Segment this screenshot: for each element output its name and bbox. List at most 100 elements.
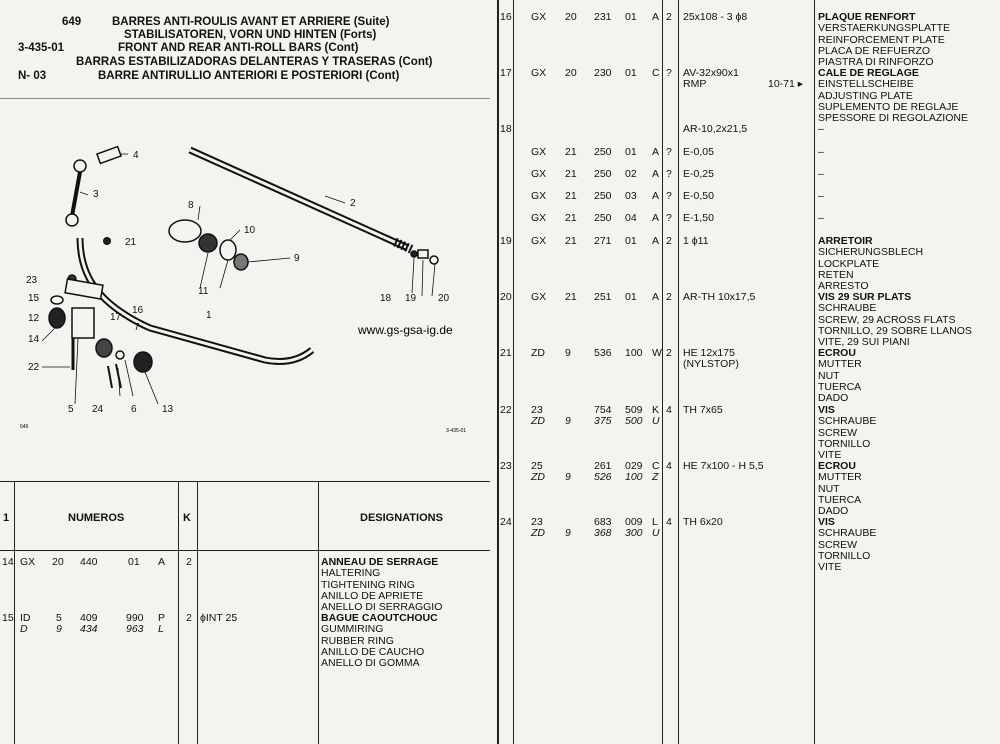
quantity: 2 <box>666 235 672 247</box>
designation-line: SCREW <box>818 426 858 439</box>
part-letter: C <box>652 67 660 79</box>
callout-21: 21 <box>125 237 137 248</box>
part-prefix: 25 <box>531 460 543 472</box>
part-group: 21 <box>565 212 577 224</box>
rear-end-parts <box>410 249 439 265</box>
designation-line: – <box>818 212 824 224</box>
callout-8: 8 <box>188 200 194 211</box>
part-suffix: 01 <box>625 11 637 23</box>
specification: HE 12x175 <box>683 347 735 359</box>
specification-extra: RMP <box>683 78 707 90</box>
callout-10: 10 <box>244 225 256 236</box>
title-de: STABILISATOREN, VORN UND HINTEN (Forts) <box>124 29 377 41</box>
part-suffix: 509 <box>625 404 643 416</box>
row-index: 19 <box>500 235 512 247</box>
designation-line: VIS <box>818 404 835 416</box>
designation-line: SCREW, 29 ACROSS FLATS <box>818 313 956 326</box>
designation-it: ANELLO DI GOMMA <box>321 657 420 670</box>
part-suffix: 02 <box>625 168 637 180</box>
part-letter: L <box>652 516 658 528</box>
specification: TH 6x20 <box>683 516 723 528</box>
specification: AV-32x90x1 <box>683 67 739 79</box>
part-group: 5 <box>56 612 62 624</box>
callout-3: 3 <box>93 189 99 200</box>
part-letter: C <box>652 460 660 472</box>
alt-prefix: ZD <box>531 471 545 483</box>
alt-group: 9 <box>56 623 62 635</box>
part-group: 20 <box>565 11 577 23</box>
designation-line: CALE DE REGLAGE <box>818 67 919 79</box>
designation-block: ANNEAU DE SERRAGE HALTERING TIGHTENING R… <box>321 556 442 613</box>
part-prefix: GX <box>531 235 547 247</box>
designation-line: EINSTELLSCHEIBE <box>818 78 914 91</box>
diagram-corner-right: 3-435-01 <box>446 428 466 434</box>
title-en: FRONT AND REAR ANTI-ROLL BARS (Cont) <box>118 42 359 54</box>
designation-line: SUPLEMENTO DE REGLAJE <box>818 100 959 113</box>
designation-line: NUT <box>818 369 840 382</box>
quantity: 4 <box>666 404 672 416</box>
specification: E-0,25 <box>683 168 714 180</box>
designation-fr: ANNEAU DE SERRAGE <box>321 556 439 568</box>
title-it: BARRE ANTIRULLIO ANTERIORI E POSTERIORI … <box>98 70 400 82</box>
part-prefix: GX <box>531 291 547 303</box>
part-group: 9 <box>565 347 571 359</box>
part-prefix: ID <box>20 612 31 624</box>
quantity: ? <box>666 190 672 202</box>
callout-17: 17 <box>110 312 122 323</box>
part-prefix: GX <box>531 146 547 158</box>
alt-number: 434 <box>80 623 98 635</box>
designation-line: VITE <box>818 561 842 574</box>
callout-11: 11 <box>198 286 209 297</box>
designation-line: NUT <box>818 482 840 495</box>
part-suffix: 01 <box>625 67 637 79</box>
part-letter: A <box>652 168 660 180</box>
designation-line: PLACA DE REFUERZO <box>818 44 931 57</box>
designation-de: HALTERING <box>321 567 381 580</box>
row-index: 15 <box>2 612 14 624</box>
part-letter: P <box>158 612 166 624</box>
designation-line: ECROU <box>818 347 856 359</box>
part-letter: A <box>158 556 166 568</box>
quantity: 4 <box>666 460 672 472</box>
designation-line: DADO <box>818 392 849 405</box>
designation-block: – <box>818 190 824 202</box>
designation-line: – <box>818 190 824 202</box>
clamp-parts <box>48 274 153 389</box>
alt-number: 375 <box>594 415 612 427</box>
part-prefix: 23 <box>531 516 543 528</box>
alt-suffix: 963 <box>126 623 144 635</box>
part-number: 536 <box>594 347 612 359</box>
rear-anti-roll-bar <box>188 146 415 255</box>
row-index: 17 <box>500 67 512 79</box>
part-letter: A <box>652 11 660 23</box>
designation-line: MUTTER <box>818 358 862 371</box>
alt-suffix: 500 <box>625 415 643 427</box>
callout-22: 22 <box>28 362 40 373</box>
designation-line: VERSTAERKUNGSPLATTE <box>818 22 951 35</box>
callout-4: 4 <box>133 150 139 161</box>
specification: AR-TH 10x17,5 <box>683 291 756 303</box>
part-suffix: 009 <box>625 516 643 528</box>
designation-line: ECROU <box>818 460 856 472</box>
part-group: 20 <box>565 67 577 79</box>
part-suffix: 01 <box>625 146 637 158</box>
part-prefix: GX <box>531 168 547 180</box>
sub-code: N- 03 <box>18 70 47 82</box>
part-number: 271 <box>594 235 612 247</box>
callout-18: 18 <box>380 293 392 304</box>
col-k-header: K <box>183 512 191 524</box>
title-es: BARRAS ESTABILIZADORAS DELANTERAS Y TRAS… <box>76 56 433 68</box>
callout-2: 2 <box>350 198 356 209</box>
callout-20: 20 <box>438 293 450 304</box>
alt-suffix: 300 <box>625 527 643 539</box>
quantity: 2 <box>666 11 672 23</box>
designation-line: PLAQUE RENFORT <box>818 11 916 23</box>
quantity: ? <box>666 212 672 224</box>
quantity: ? <box>666 67 672 79</box>
alt-group: 9 <box>565 471 571 483</box>
